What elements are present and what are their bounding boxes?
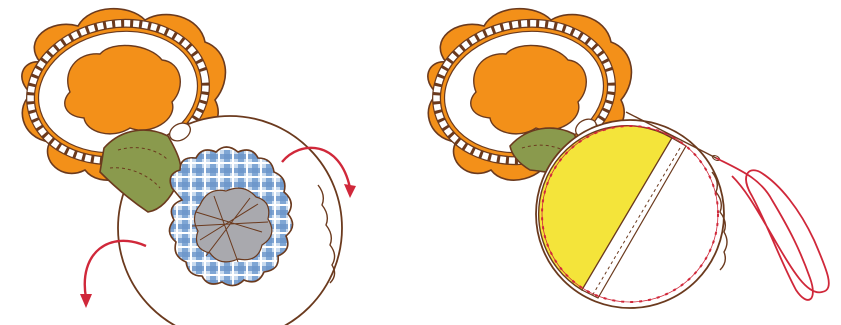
red-thread	[716, 158, 829, 300]
panel-left	[20, 9, 356, 325]
panel-right	[426, 9, 829, 308]
